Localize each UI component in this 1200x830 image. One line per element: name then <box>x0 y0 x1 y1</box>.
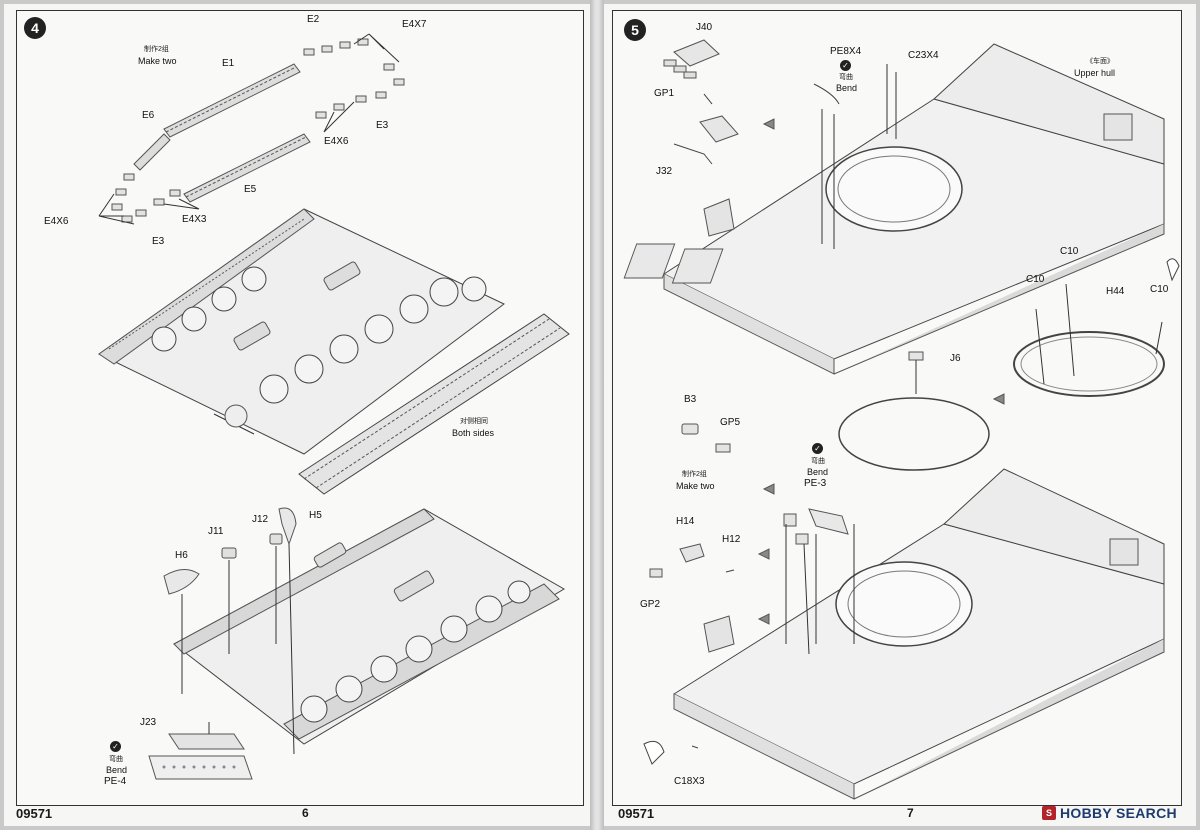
part-label-c23x4: C23X4 <box>908 50 939 61</box>
part-label-j6: J6 <box>950 353 961 364</box>
bend-icon: ✓ <box>812 443 823 454</box>
step5-assembly-drawing <box>623 39 1180 800</box>
hobby-search-logo-icon: S <box>1042 806 1056 820</box>
catalog-number: 09571 <box>618 806 655 821</box>
bend-label: Bend <box>106 765 128 775</box>
part-label-gp1: GP1 <box>654 88 675 99</box>
page-gutter <box>590 0 604 830</box>
part-label-c10-right: C10 <box>1150 284 1169 295</box>
part-label-h44: H44 <box>1106 286 1125 297</box>
part-label-e4x3: E4X3 <box>182 214 207 225</box>
part-label-j11: J11 <box>208 526 224 537</box>
bend-cn-label: 弯曲 <box>811 458 825 465</box>
bend-cn-label: 弯曲 <box>839 74 853 81</box>
part-label-h6: H6 <box>175 550 188 561</box>
part-label-e4x7: E4X7 <box>402 19 427 30</box>
bend-cn-label: 弯曲 <box>109 756 123 763</box>
make-two-label: Make two <box>138 56 177 66</box>
make-two-cn-label: 制作2组 <box>682 471 707 478</box>
both-sides-cn-label: 对侧相同 <box>460 418 488 425</box>
part-label-j12: J12 <box>252 514 269 525</box>
hobby-search-watermark: HOBBY SEARCH <box>1060 805 1177 821</box>
make-two-label: Make two <box>676 481 715 491</box>
part-label-j40: J40 <box>696 22 713 33</box>
both-sides-label: Both sides <box>452 428 495 438</box>
part-label-pe3: PE-3 <box>804 478 827 489</box>
part-label-c10-top: C10 <box>1060 246 1079 257</box>
part-label-pe8x4: PE8X4 <box>830 46 862 57</box>
part-label-e3-bottom: E3 <box>152 236 165 247</box>
part-label-e4x6-left: E4X6 <box>44 216 69 227</box>
part-label-b3: B3 <box>684 394 697 405</box>
part-label-e2: E2 <box>307 14 320 25</box>
instruction-page-right: 5 J40 GP1 J32 PE8X4 C23X4 ✓ 弯曲 Bend 《车面》… <box>604 4 1196 826</box>
page-number: 6 <box>302 806 309 820</box>
upper-hull-label: Upper hull <box>1074 68 1116 78</box>
step-number-badge: 5 <box>624 19 646 41</box>
part-label-gp2: GP2 <box>640 599 661 610</box>
bend-label: Bend <box>807 467 829 477</box>
part-label-pe4: PE-4 <box>104 776 127 787</box>
upper-hull-cn-label: 《车面》 <box>1086 58 1114 65</box>
make-two-cn-label: 制作2组 <box>144 46 169 53</box>
part-label-e6: E6 <box>142 110 155 121</box>
part-label-h5: H5 <box>309 510 322 521</box>
bend-icon: ✓ <box>840 60 851 71</box>
step-number: 5 <box>631 22 639 38</box>
part-label-c10-left: C10 <box>1026 274 1045 285</box>
step-number: 4 <box>31 20 39 36</box>
part-label-e4x6-middle: E4X6 <box>324 136 349 147</box>
part-label-e3-top: E3 <box>376 120 389 131</box>
instruction-page-left: 4 制作2组 Make two E2 E4X7 E1 E6 E3 E4X6 E5… <box>4 4 590 826</box>
step4-assembly-drawing <box>98 33 570 780</box>
catalog-number: 09571 <box>16 806 53 821</box>
page-number: 7 <box>907 806 914 820</box>
part-label-e5: E5 <box>244 184 257 195</box>
part-label-h12: H12 <box>722 534 741 545</box>
part-label-c18x3: C18X3 <box>674 776 705 787</box>
part-label-j23: J23 <box>140 717 157 728</box>
bend-label: Bend <box>836 83 858 93</box>
part-label-j32: J32 <box>656 166 673 177</box>
part-label-h14: H14 <box>676 516 695 527</box>
bend-icon: ✓ <box>110 741 121 752</box>
part-label-gp5: GP5 <box>720 417 741 428</box>
part-label-e1: E1 <box>222 58 235 69</box>
step-number-badge: 4 <box>24 17 46 39</box>
